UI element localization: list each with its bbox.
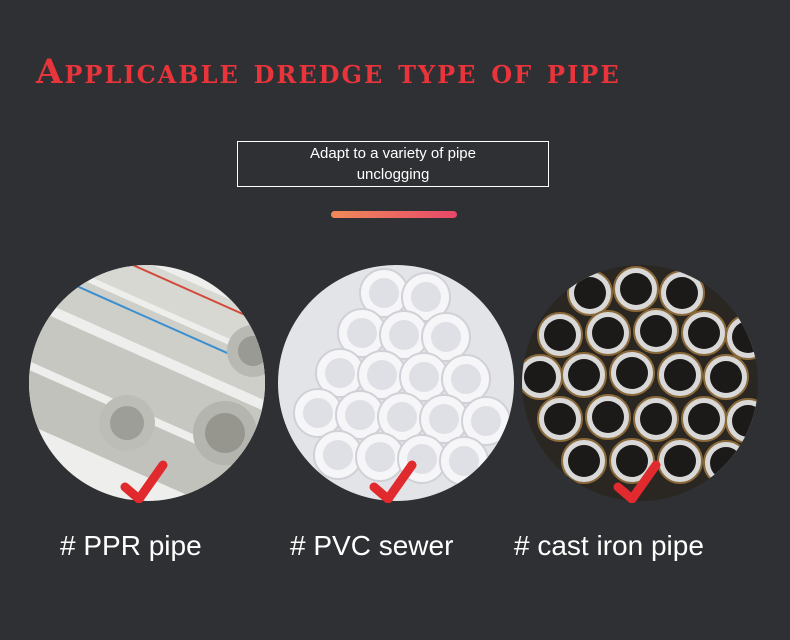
caption-ppr: # PPR pipe [60,530,202,561]
subtitle-box: Adapt to a variety of pipe unclogging [237,141,549,187]
accent-divider [331,211,457,218]
caption-pvc: # PVC sewer [290,530,454,561]
checkmark-icon [369,460,417,503]
ppr-pipe-image [29,265,265,503]
product-card-pvc [276,263,516,503]
subtitle-text: Adapt to a variety of pipe unclogging [310,145,476,183]
page-title: Applicable dredge type of pipe [36,52,621,92]
checkmark-icon [613,460,661,503]
product-card-cast-iron [520,263,760,503]
pvc-sewer-image [278,265,514,503]
caption-cast-iron: # cast iron pipe [514,530,704,561]
checkmark-icon [120,460,168,503]
cast-iron-pipe-image [522,265,758,503]
product-card-ppr [27,263,267,503]
